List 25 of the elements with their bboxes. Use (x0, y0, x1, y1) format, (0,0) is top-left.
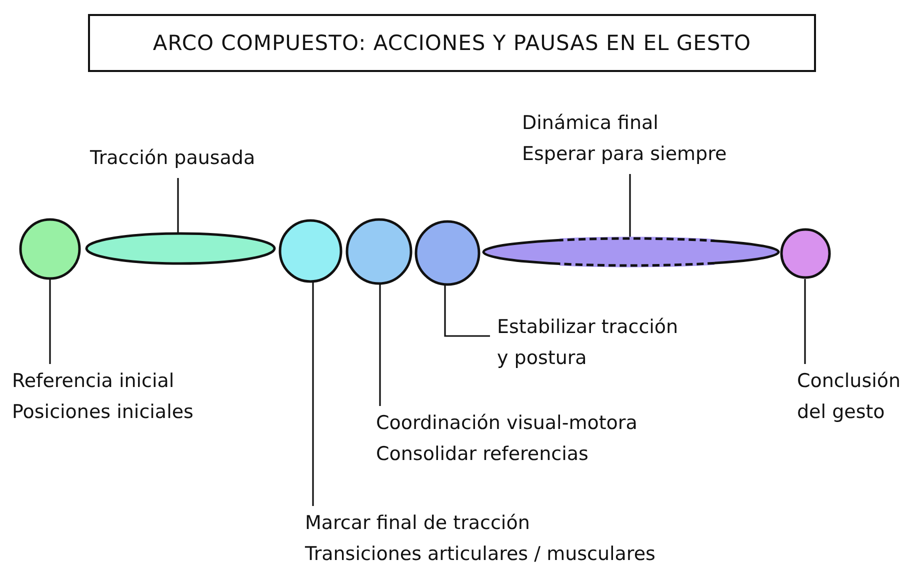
step-label: Posiciones iniciales (12, 400, 194, 425)
step-label: Consolidar referencias (376, 442, 588, 467)
step-label: Referencia inicial (12, 369, 174, 394)
step-label: Transiciones articulares / musculares (305, 542, 656, 567)
leader-line (177, 178, 179, 233)
title: ARCO COMPUESTO: ACCIONES Y PAUSAS EN EL GESTO (88, 14, 816, 72)
circle-marker (780, 227, 831, 280)
step-label: Conclusión del gesto (797, 369, 902, 425)
circle-marker (276, 219, 345, 283)
step-label: Marcar final de tracción (305, 511, 530, 536)
leader-line (629, 174, 631, 238)
leader-line (804, 279, 806, 364)
ellipse-segment (85, 232, 276, 265)
circle-marker (345, 218, 413, 285)
step-label: Coordinación visual-motora (376, 411, 638, 436)
step-label: Tracción pausada (90, 146, 256, 171)
leader-line (49, 279, 51, 364)
leader-line (312, 282, 314, 506)
step-label: Estabilizar tracción y postura (497, 315, 680, 371)
circle-marker (413, 220, 482, 286)
leader-line (444, 284, 490, 337)
step-label: Dinámica final (522, 111, 658, 136)
ellipse-segment (482, 237, 780, 267)
leader-line (379, 284, 381, 406)
step-label: Esperar para siempre (522, 142, 727, 167)
